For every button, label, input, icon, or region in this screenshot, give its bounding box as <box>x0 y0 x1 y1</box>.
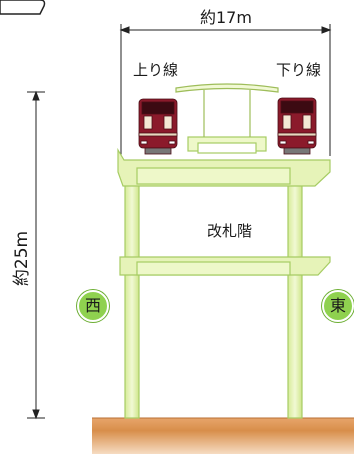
train-up-line <box>138 98 178 155</box>
width-label: 約17m <box>200 8 252 27</box>
train-down-line <box>277 97 317 155</box>
height-label: 約25m <box>12 230 33 287</box>
upper-deck <box>117 136 331 187</box>
direction-badge-east: 東 <box>322 290 354 322</box>
width-dimension-line <box>119 24 332 156</box>
platform-canopy <box>175 83 279 137</box>
heading-box-fragment <box>0 0 46 15</box>
height-dimension-line <box>27 90 45 420</box>
track-label-up-line: 上り線 <box>133 61 179 79</box>
direction-badge-west: 西 <box>77 290 109 322</box>
ground <box>92 418 354 454</box>
floor-label-concourse: 改札階 <box>207 222 253 240</box>
column-west <box>124 177 140 419</box>
column-east <box>287 177 303 419</box>
columns <box>124 177 303 419</box>
track-label-down-line: 下り線 <box>276 61 322 79</box>
concourse-beam <box>119 256 331 276</box>
